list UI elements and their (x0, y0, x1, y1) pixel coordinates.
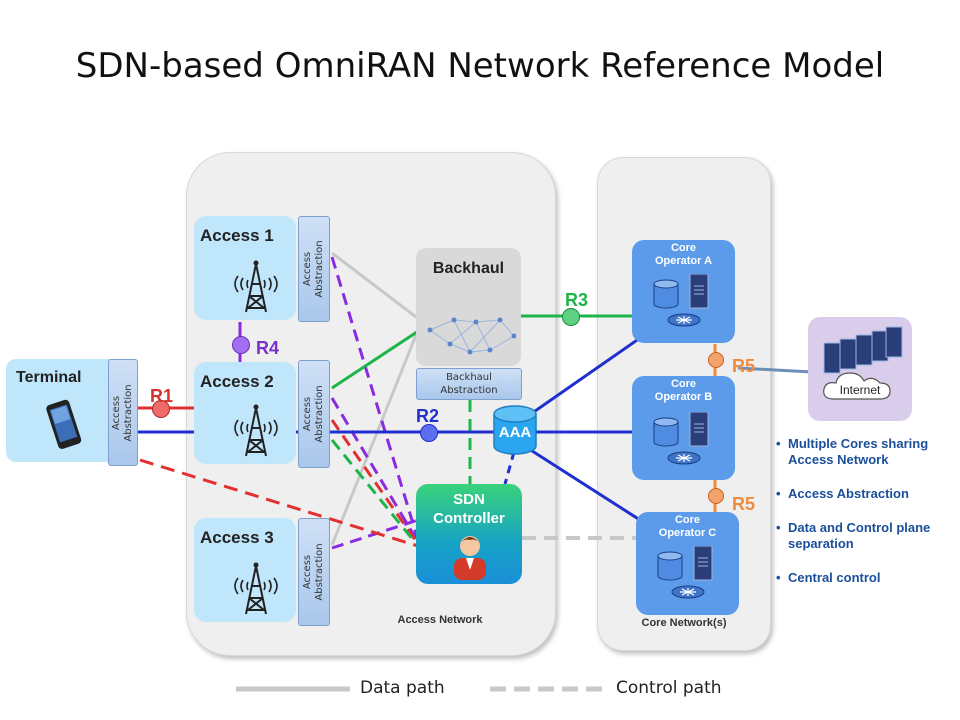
access-3-abstraction: Access Abstraction (298, 518, 330, 626)
data-line-access3-backhaul (330, 324, 422, 546)
sdn-controller-box[interactable]: SDN Controller (416, 484, 522, 584)
terminal-abstraction-label: Access Abstraction (111, 383, 134, 442)
access-1-abstraction: Access Abstraction (298, 216, 330, 322)
r5-top-node[interactable] (708, 352, 724, 368)
r5-bottom-node[interactable] (708, 488, 724, 504)
aaa-label: AAA (498, 424, 532, 441)
access-1-label: Access 1 (200, 226, 274, 245)
r5-top-label: R5 (732, 356, 756, 376)
data-line-access1-backhaul (331, 251, 421, 322)
r3-node[interactable] (562, 308, 580, 326)
core-operator-c-label: Core Operator C (658, 514, 717, 539)
r5-bottom-label: R5 (732, 494, 756, 514)
antenna-tower-icon (234, 260, 278, 313)
legend-control-path: Control path (616, 678, 722, 698)
internet-label: Internet (839, 383, 881, 397)
access-2-label: Access 2 (200, 372, 274, 391)
access-3-abstraction-label: Access Abstraction (302, 543, 325, 601)
server-router-icon (653, 412, 709, 465)
core-network-caption: Core Network(s) (641, 617, 727, 629)
terminal-access-abstraction: Access Abstraction (108, 359, 138, 466)
backhaul-box[interactable]: Backhaul (416, 248, 521, 366)
administrator-person-icon (454, 536, 486, 580)
bullet-item: Central control (776, 570, 952, 586)
core-operator-a-label: Core Operator A (654, 242, 713, 267)
r3-label: R3 (565, 290, 589, 310)
server-router-icon (653, 274, 709, 327)
access-2-box[interactable]: Access 2 (194, 362, 296, 464)
access-2-abstraction-label: Access Abstraction (302, 385, 325, 443)
core-operator-a-box[interactable]: Core Operator A (632, 240, 735, 343)
core-operator-b-box[interactable]: Core Operator B (632, 376, 735, 480)
page-title: SDN-based OmniRAN Network Reference Mode… (75, 46, 885, 86)
core-operator-b-label: Core Operator B (654, 378, 713, 403)
internet-box[interactable]: Internet (808, 317, 912, 421)
server-router-icon (657, 546, 713, 599)
phone-icon (46, 399, 82, 449)
legend-data-path: Data path (360, 678, 445, 698)
backhaul-abstraction: Backhaul Abstraction (416, 368, 522, 400)
r1-node[interactable] (152, 400, 170, 418)
access-2-abstraction: Access Abstraction (298, 360, 330, 468)
access-3-box[interactable]: Access 3 (194, 518, 296, 622)
r2-label: R2 (416, 406, 440, 426)
r2-node[interactable] (420, 424, 438, 442)
bullet-item: Data and Control plane separation (776, 520, 952, 552)
r1-label: R1 (150, 386, 174, 406)
r4-label: R4 (256, 338, 280, 358)
bullet-item: Multiple Cores sharing Access Network (776, 436, 952, 468)
antenna-tower-icon (234, 404, 278, 457)
feature-bullet-list: Multiple Cores sharing Access Network Ac… (776, 436, 952, 604)
mesh-network-icon (427, 317, 516, 355)
core-operator-c-box[interactable]: Core Operator C (636, 512, 739, 615)
bullet-item: Access Abstraction (776, 486, 952, 502)
access-3-label: Access 3 (200, 528, 274, 547)
terminal-box[interactable]: Terminal (6, 359, 110, 462)
aaa-database-icon[interactable] (492, 404, 538, 456)
backhaul-abstraction-label: Backhaul Abstraction (440, 372, 498, 396)
access-1-box[interactable]: Access 1 (194, 216, 296, 320)
antenna-tower-icon (234, 562, 278, 615)
internet-servers-icon (823, 326, 903, 374)
cloud-icon (823, 372, 891, 400)
terminal-label: Terminal (16, 369, 82, 386)
access-network-caption: Access Network (397, 614, 483, 626)
r4-node[interactable] (232, 336, 250, 354)
access-1-abstraction-label: Access Abstraction (302, 240, 325, 298)
backhaul-label: Backhaul (432, 260, 505, 277)
sdn-controller-label: SDN Controller (433, 491, 505, 527)
